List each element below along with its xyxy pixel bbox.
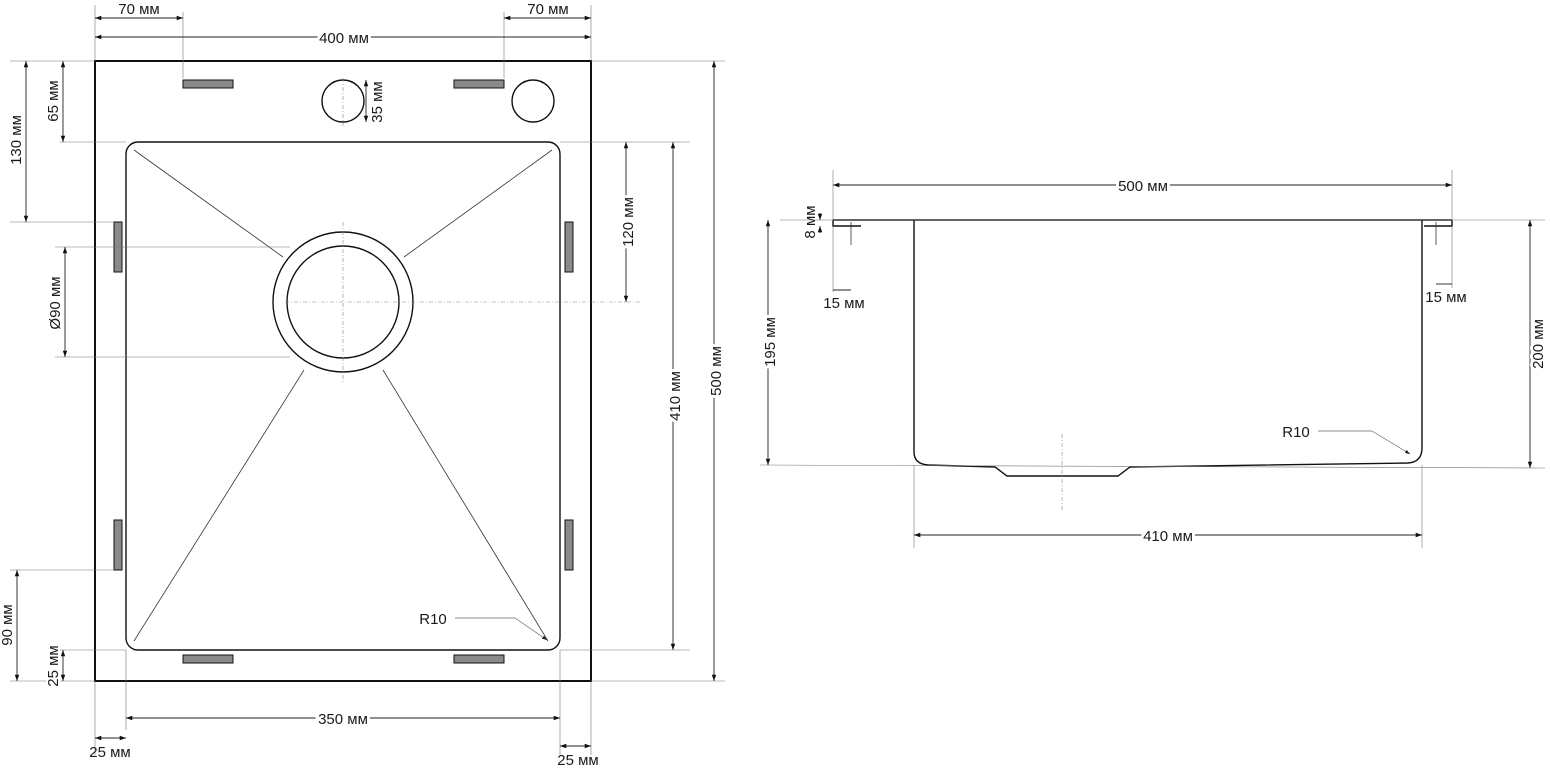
bowl-outline xyxy=(125,141,561,651)
dim-bowl-410: 410 мм xyxy=(667,371,684,421)
mounting-slot xyxy=(453,654,505,664)
dim-depth-195: 195 мм xyxy=(762,317,779,367)
dim-side-left-25: 25 мм xyxy=(89,744,130,761)
mounting-slot xyxy=(182,79,234,89)
mounting-slot xyxy=(564,221,574,273)
dim-width-400: 400 мм xyxy=(319,30,369,47)
tap-hole xyxy=(511,79,555,123)
dim-tap-35: 35 мм xyxy=(369,81,386,122)
dim-rim-8: 8 мм xyxy=(802,205,819,238)
sink-outline xyxy=(94,60,592,682)
dim-top-130: 130 мм xyxy=(8,115,25,165)
mounting-slot xyxy=(113,519,123,571)
bowl-section xyxy=(913,220,1423,477)
dim-side-right-25: 25 мм xyxy=(557,752,598,766)
dim-side-410: 410 мм xyxy=(1143,528,1193,545)
side-view: 500 мм 410 мм 8 мм 15 мм 15 мм 195 мм 20… xyxy=(759,170,1550,548)
dim-depth-200: 200 мм xyxy=(1530,319,1547,369)
dim-drain-120: 120 мм xyxy=(620,197,637,247)
radius-label-side: R10 xyxy=(1282,424,1310,441)
top-view: 400 мм 70 мм 70 мм 500 мм 410 мм 120 мм … xyxy=(0,1,728,769)
dim-drain-90: Ø90 мм xyxy=(47,276,64,329)
mounting-slot xyxy=(564,519,574,571)
mounting-slot xyxy=(182,654,234,664)
dim-side-500: 500 мм xyxy=(1118,178,1168,195)
dim-hole-right-70: 70 мм xyxy=(527,1,568,18)
dim-bowl-350: 350 мм xyxy=(318,711,368,728)
dim-flange-right-15: 15 мм xyxy=(1425,289,1466,306)
dim-bottom-90: 90 мм xyxy=(0,604,16,645)
radius-label: R10 xyxy=(419,611,447,628)
mounting-slot xyxy=(453,79,505,89)
dim-top-65: 65 мм xyxy=(45,80,62,121)
dim-flange-left-15: 15 мм xyxy=(823,295,864,312)
dim-depth-500: 500 мм xyxy=(708,346,725,396)
dim-hole-left-70: 70 мм xyxy=(118,1,159,18)
dim-bottom-25: 25 мм xyxy=(45,645,62,686)
